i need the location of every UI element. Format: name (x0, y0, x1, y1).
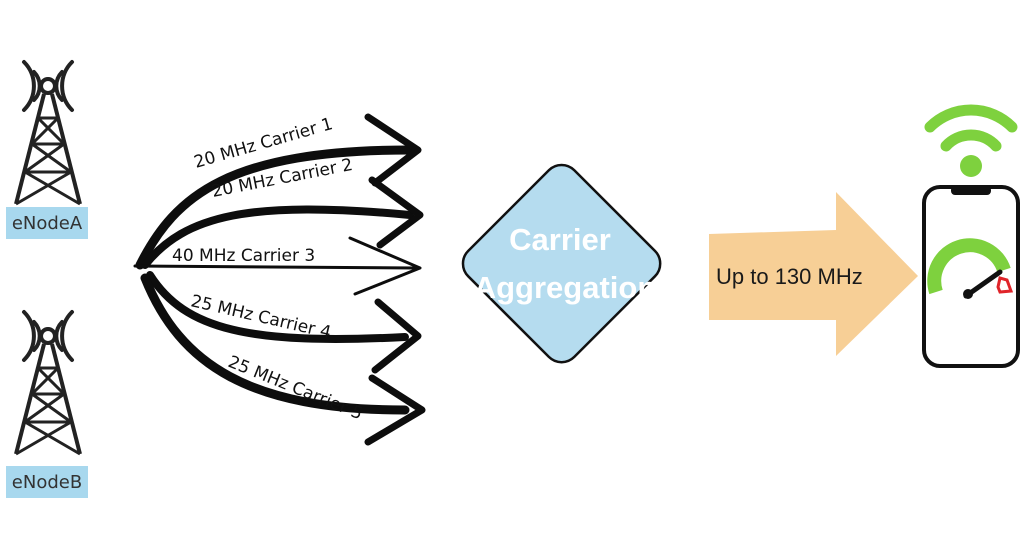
tower-b-label: eNodeB (6, 466, 88, 498)
output-label: Up to 130 MHz (716, 264, 863, 289)
tower-b-icon (14, 310, 82, 456)
carrier-3-head (348, 236, 422, 296)
carrier-3-label: 40 MHz Carrier 3 (172, 246, 315, 266)
speed-gauge-icon (927, 238, 1014, 299)
alert-mark-icon (996, 276, 1014, 294)
wifi-signal-icon (924, 104, 1018, 177)
aggregation-diamond (461, 163, 662, 364)
aggregation-line2: Aggregation (474, 270, 657, 305)
carrier-3-arrow (133, 264, 417, 270)
carrier-arrows (133, 113, 426, 446)
carrier-4-head (371, 298, 422, 374)
carrier-5-head (364, 374, 426, 446)
tower-a-label: eNodeA (6, 207, 88, 239)
carrier-2-head (368, 176, 424, 249)
carrier-1-arrow (135, 145, 415, 270)
carrier-5-arrow (140, 273, 410, 415)
smartphone-icon (922, 185, 1020, 368)
tower-a-icon (14, 60, 82, 206)
carrier-2-arrow (141, 205, 414, 269)
output-arrow (709, 192, 918, 356)
carrier-4-arrow (146, 271, 409, 343)
carrier-1-head (364, 113, 422, 187)
aggregation-line1: Carrier (509, 222, 611, 257)
